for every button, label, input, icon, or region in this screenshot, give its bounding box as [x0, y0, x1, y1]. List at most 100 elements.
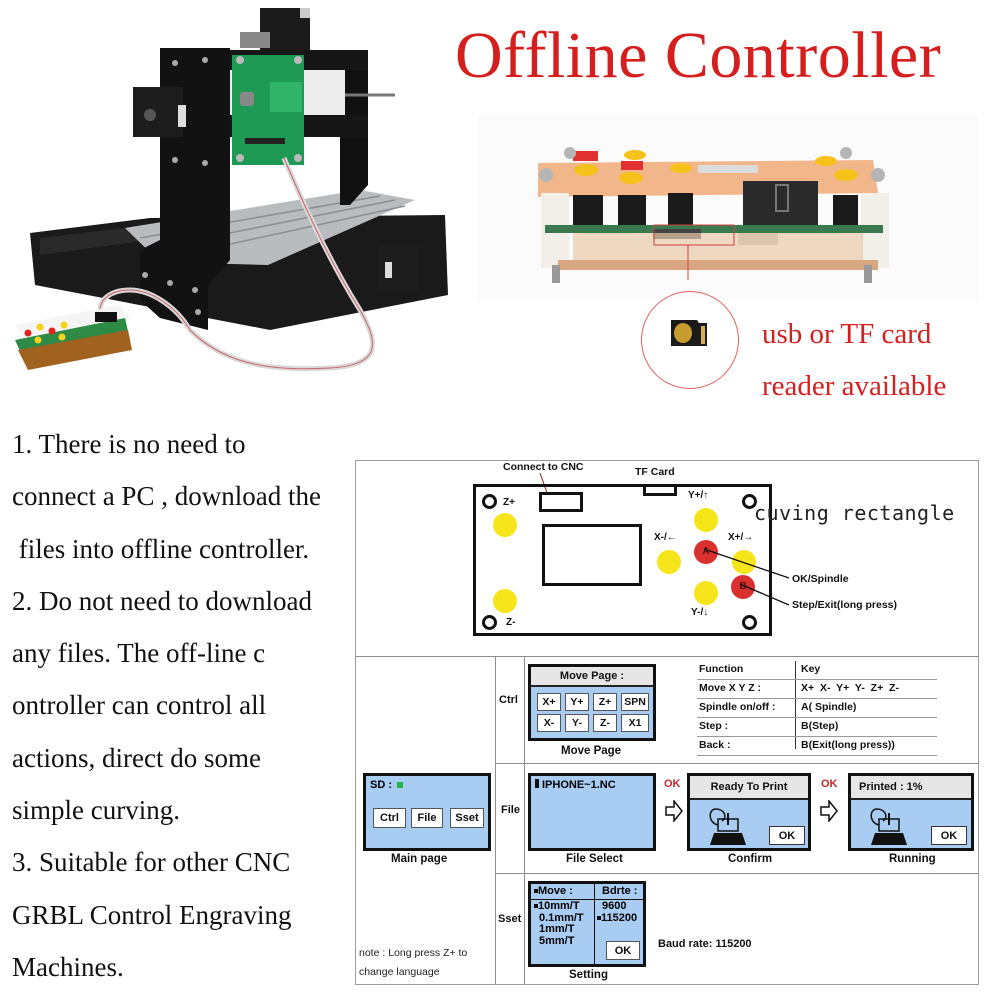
ok-transition-label: OK: [664, 778, 681, 790]
table-header-row: Function Key: [697, 661, 937, 680]
annotation-leader-lines: [703, 548, 790, 606]
y-minus-button[interactable]: [694, 581, 718, 605]
cnc-machine-icon: [870, 808, 907, 845]
move-option-label: 10mm/T: [538, 900, 580, 912]
main-file-button[interactable]: File: [411, 808, 443, 828]
controller-side-photo: [478, 115, 978, 300]
file-name: IPHONE~1.NC: [542, 779, 616, 791]
sset-row-label: Sset: [498, 913, 522, 925]
move-page-header: Move Page :: [531, 667, 653, 687]
feature-line: 1. There is no need to: [12, 429, 246, 459]
small-controller-photo: [15, 305, 132, 370]
x-plus-label: X+/→: [728, 532, 754, 543]
key-header: Key: [801, 663, 821, 675]
file-select-screen: IPHONE~1.NC: [528, 773, 656, 851]
running-header: Printed : 1%: [851, 776, 971, 800]
running-screen: Printed : 1% OK: [848, 773, 974, 851]
file-row-label: File: [501, 804, 520, 816]
page-title: Offline Controller: [455, 19, 942, 92]
cnc-machine-icon: [709, 808, 746, 845]
pcb: [545, 225, 883, 233]
mount-hole: [482, 615, 497, 630]
mount-hole: [742, 615, 757, 630]
tf-card-icon: [671, 320, 707, 346]
sd-label: SD :: [370, 779, 392, 791]
baud-header: Bdrte :: [602, 885, 638, 897]
key-x-minus[interactable]: X-: [537, 714, 561, 732]
z-minus-label: Z-: [506, 617, 516, 628]
z-plus-button[interactable]: [493, 513, 517, 537]
z-minus-button[interactable]: [493, 589, 517, 613]
running-caption: Running: [889, 853, 936, 865]
confirm-caption: Confirm: [728, 853, 773, 865]
language-note-line-2: change language: [359, 966, 440, 978]
move-option[interactable]: 5mm/T: [539, 934, 575, 947]
key-y-minus[interactable]: Y-: [565, 714, 589, 732]
file-list-item[interactable]: IPHONE~1.NC: [535, 779, 616, 791]
divider: [495, 763, 978, 764]
table-row: Move X Y Z : X+ X- Y+ Y- Z+ Z-: [697, 680, 937, 699]
main-sset-button[interactable]: Sset: [450, 808, 484, 828]
divider: [524, 656, 525, 984]
baud-rate-note: Baud rate: 115200: [658, 938, 752, 950]
confirm-ok-button[interactable]: OK: [769, 826, 805, 845]
running-ok-button[interactable]: OK: [931, 826, 967, 845]
x-minus-button[interactable]: [657, 550, 681, 574]
b-button[interactable]: B: [731, 575, 755, 599]
controller-diagram: Connect to CNC TF Card Z+ Z- Y+/↑ X-/← A…: [355, 460, 979, 985]
move-header: Move :: [534, 885, 573, 897]
overlay-caption: cuving rectangle: [754, 501, 955, 525]
baud-option[interactable]: 9600: [602, 900, 627, 912]
move-option[interactable]: 10mm/T: [534, 900, 584, 913]
move-header-label: Move :: [538, 885, 573, 897]
key-z-minus[interactable]: Z-: [593, 714, 617, 732]
move-options: 10mm/T 0.1mm/T 1mm/T 5mm/T: [534, 900, 584, 947]
baud-option-label: 115200: [601, 911, 638, 924]
tf-callout-text-line-2: reader available: [762, 370, 947, 402]
main-page-screen: SD : Ctrl File Sset: [363, 773, 491, 851]
ok-transition-label: OK: [821, 778, 838, 790]
main-ctrl-button[interactable]: Ctrl: [373, 808, 406, 828]
lcd-screen-outline: [542, 524, 642, 586]
function-cell: Move X Y Z :: [699, 682, 762, 694]
selected-marker-icon: [534, 904, 538, 909]
tf-card-slot: [643, 484, 677, 496]
mount-hole: [482, 494, 497, 509]
setting-ok-button[interactable]: OK: [606, 941, 640, 960]
move-option[interactable]: 1mm/T: [539, 923, 575, 935]
feature-line: 3. Suitable for other CNC: [12, 847, 291, 878]
controller-board-outline: Z+ Z- Y+/↑ X-/← A X+/→ Y-/↓ B: [473, 484, 772, 636]
table-column-divider: [795, 661, 796, 749]
move-page-screen: Move Page : X+ Y+ Z+ SPN X- Y- Z- X1: [528, 664, 656, 741]
base-frame: [30, 215, 448, 330]
key-z-plus[interactable]: Z+: [593, 693, 617, 711]
b-button-annotation: Step/Exit(long press): [792, 599, 898, 611]
move-option[interactable]: 0.1mm/T: [539, 911, 584, 924]
y-plus-button[interactable]: [694, 508, 718, 532]
feature-line: connect a PC , download the: [12, 481, 321, 512]
sd-status: SD :: [370, 779, 404, 791]
print-progress-text: Printed : 1%: [859, 781, 923, 793]
y-minus-label: Y-/↓: [691, 607, 709, 618]
confirm-screen: Ready To Print OK: [687, 773, 811, 851]
key-cell: B(Step): [801, 720, 839, 732]
key-x-plus[interactable]: X+: [537, 693, 561, 711]
function-cell: Step :: [699, 720, 729, 732]
feature-line: simple curving.: [12, 795, 180, 826]
right-arrow-icon: [820, 800, 838, 822]
language-note-line-1: note : Long press Z+ to: [359, 947, 468, 959]
y-plus-label: Y+/↑: [688, 490, 709, 501]
baud-options: 9600 115200: [597, 900, 638, 925]
key-spn[interactable]: SPN: [621, 693, 649, 711]
key-x1[interactable]: X1: [621, 714, 649, 732]
tf-callout-text-line-1: usb or TF card: [762, 318, 932, 350]
key-y-plus[interactable]: Y+: [565, 693, 589, 711]
move-page-caption: Move Page: [561, 745, 622, 757]
feature-line: GRBL Control Engraving: [12, 899, 292, 930]
function-cell: Spindle on/off :: [699, 701, 776, 713]
feature-line: files into offline controller.: [12, 533, 310, 564]
ctrl-row-label: Ctrl: [499, 694, 518, 706]
baud-option[interactable]: 115200: [597, 911, 638, 925]
file-cursor-icon: [535, 779, 539, 788]
confirm-header: Ready To Print: [690, 776, 808, 800]
